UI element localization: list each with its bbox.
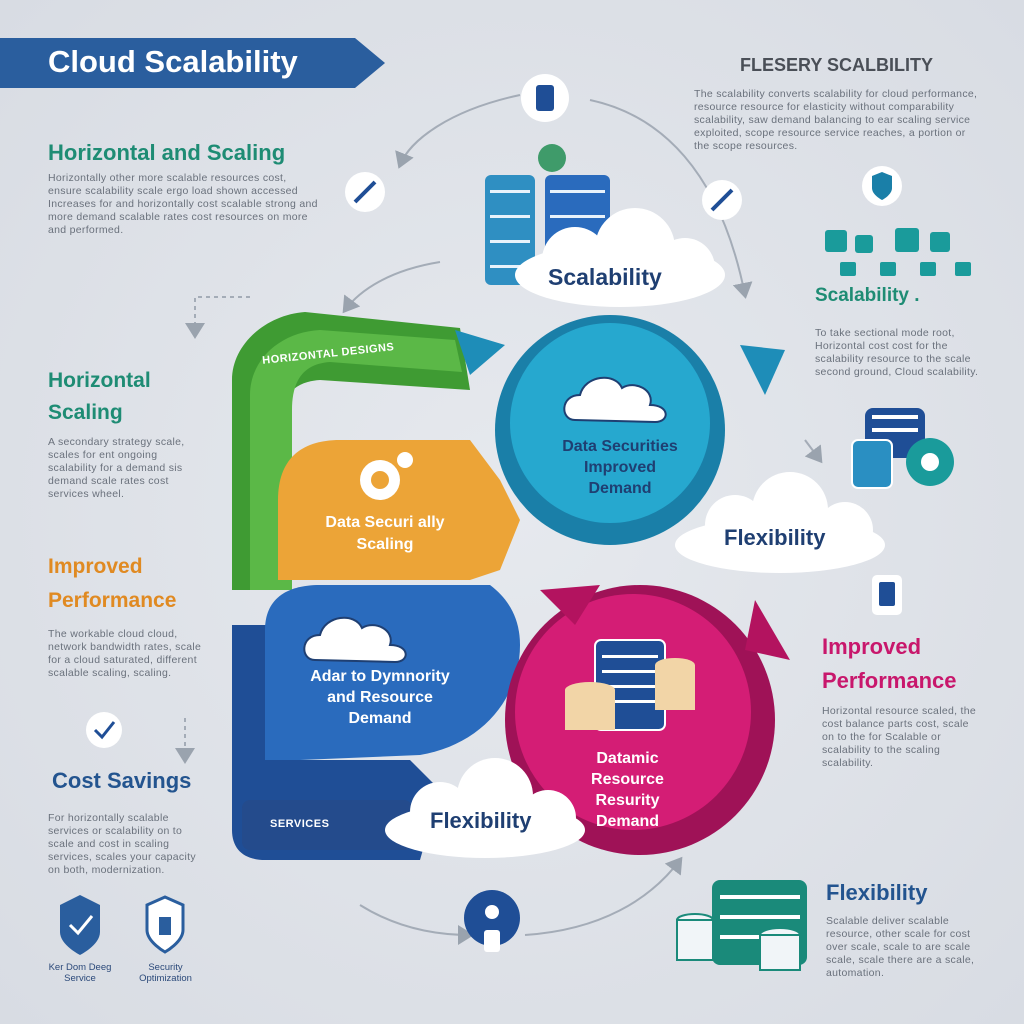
heading-scalability-right: Scalability . bbox=[815, 285, 920, 306]
shield-icon-top-right bbox=[862, 166, 902, 206]
teal-circle bbox=[455, 315, 785, 545]
teal-circle-label: Data Securities Improved Demand bbox=[562, 438, 678, 497]
shield-badge-2 bbox=[145, 895, 185, 954]
server-icon bbox=[521, 74, 569, 122]
rocket-icon bbox=[464, 890, 520, 952]
database-gear-icon bbox=[851, 408, 954, 489]
cloud-bottom-label: Flexibility bbox=[430, 808, 532, 833]
database-icon-pink bbox=[565, 639, 695, 731]
checkmark-icon-left bbox=[86, 712, 122, 748]
tool-icon-right bbox=[702, 180, 742, 220]
cloud-top bbox=[515, 208, 725, 307]
heading-improved-performance-left: Improved Performance bbox=[48, 555, 177, 612]
page-title: Cloud Scalability bbox=[48, 44, 298, 79]
heading-flexibility-right: Flexibility bbox=[826, 880, 928, 905]
orange-segment-label: Data Securi ally Scaling bbox=[325, 514, 445, 553]
cloud-bottom bbox=[385, 758, 585, 858]
cloud-teal bbox=[675, 472, 885, 573]
heading-improved-performance-right: Improved Performance bbox=[822, 634, 957, 693]
shield-badge-1 bbox=[60, 895, 100, 955]
text-horizontal-scaling: A secondary strategy scale, scales for e… bbox=[48, 436, 185, 500]
heading-cost-savings: Cost Savings bbox=[52, 768, 192, 793]
intro-text: The scalability converts scalability for… bbox=[694, 88, 978, 152]
pink-circle-label: Datamic Resource Resurity Demand bbox=[591, 750, 664, 830]
text-improved-performance-left: The workable cloud cloud, network bandwi… bbox=[48, 628, 202, 679]
cloud-icon-blue bbox=[303, 616, 407, 664]
badge-1-label: Ker Dom Deeg Service bbox=[48, 962, 112, 984]
gear-icon bbox=[360, 452, 413, 500]
heading-horizontal-and-scaling: Horizontal and Scaling bbox=[48, 140, 286, 165]
cloud-top-label: Scalability bbox=[548, 264, 662, 290]
text-horizontal-and-scaling: Horizontally other more scalable resourc… bbox=[48, 172, 318, 236]
blue-strip-label: SERVICES bbox=[270, 818, 330, 830]
green-arrow bbox=[232, 312, 470, 590]
text-scalability-right: To take sectional mode root, Horizontal … bbox=[815, 327, 979, 378]
badge-2-label: Security Optimization bbox=[139, 962, 192, 984]
database-stack-bottom-right bbox=[676, 880, 807, 971]
network-icon-cluster bbox=[825, 228, 971, 276]
orange-segment bbox=[278, 440, 520, 580]
mobile-icon bbox=[872, 575, 902, 615]
cloud-icon-teal bbox=[563, 376, 667, 424]
orbit-connectors bbox=[175, 94, 823, 945]
text-flexibility-right: Scalable deliver scalable resource, othe… bbox=[826, 915, 975, 979]
cloud-teal-label: Flexibility bbox=[724, 525, 826, 550]
heading-horizontal-scaling: Horizontal Scaling bbox=[48, 369, 151, 424]
text-cost-savings: For horizontally scalable services or sc… bbox=[48, 812, 196, 876]
title-banner bbox=[0, 38, 385, 88]
blue-segment-label: Adar to Dymnority and Resource Demand bbox=[310, 668, 450, 727]
tool-icon-left bbox=[345, 172, 385, 212]
top-right-title: FLESERY SCALBILITY bbox=[740, 55, 934, 75]
text-improved-performance-right: Horizontal resource scaled, the cost bal… bbox=[822, 705, 977, 769]
